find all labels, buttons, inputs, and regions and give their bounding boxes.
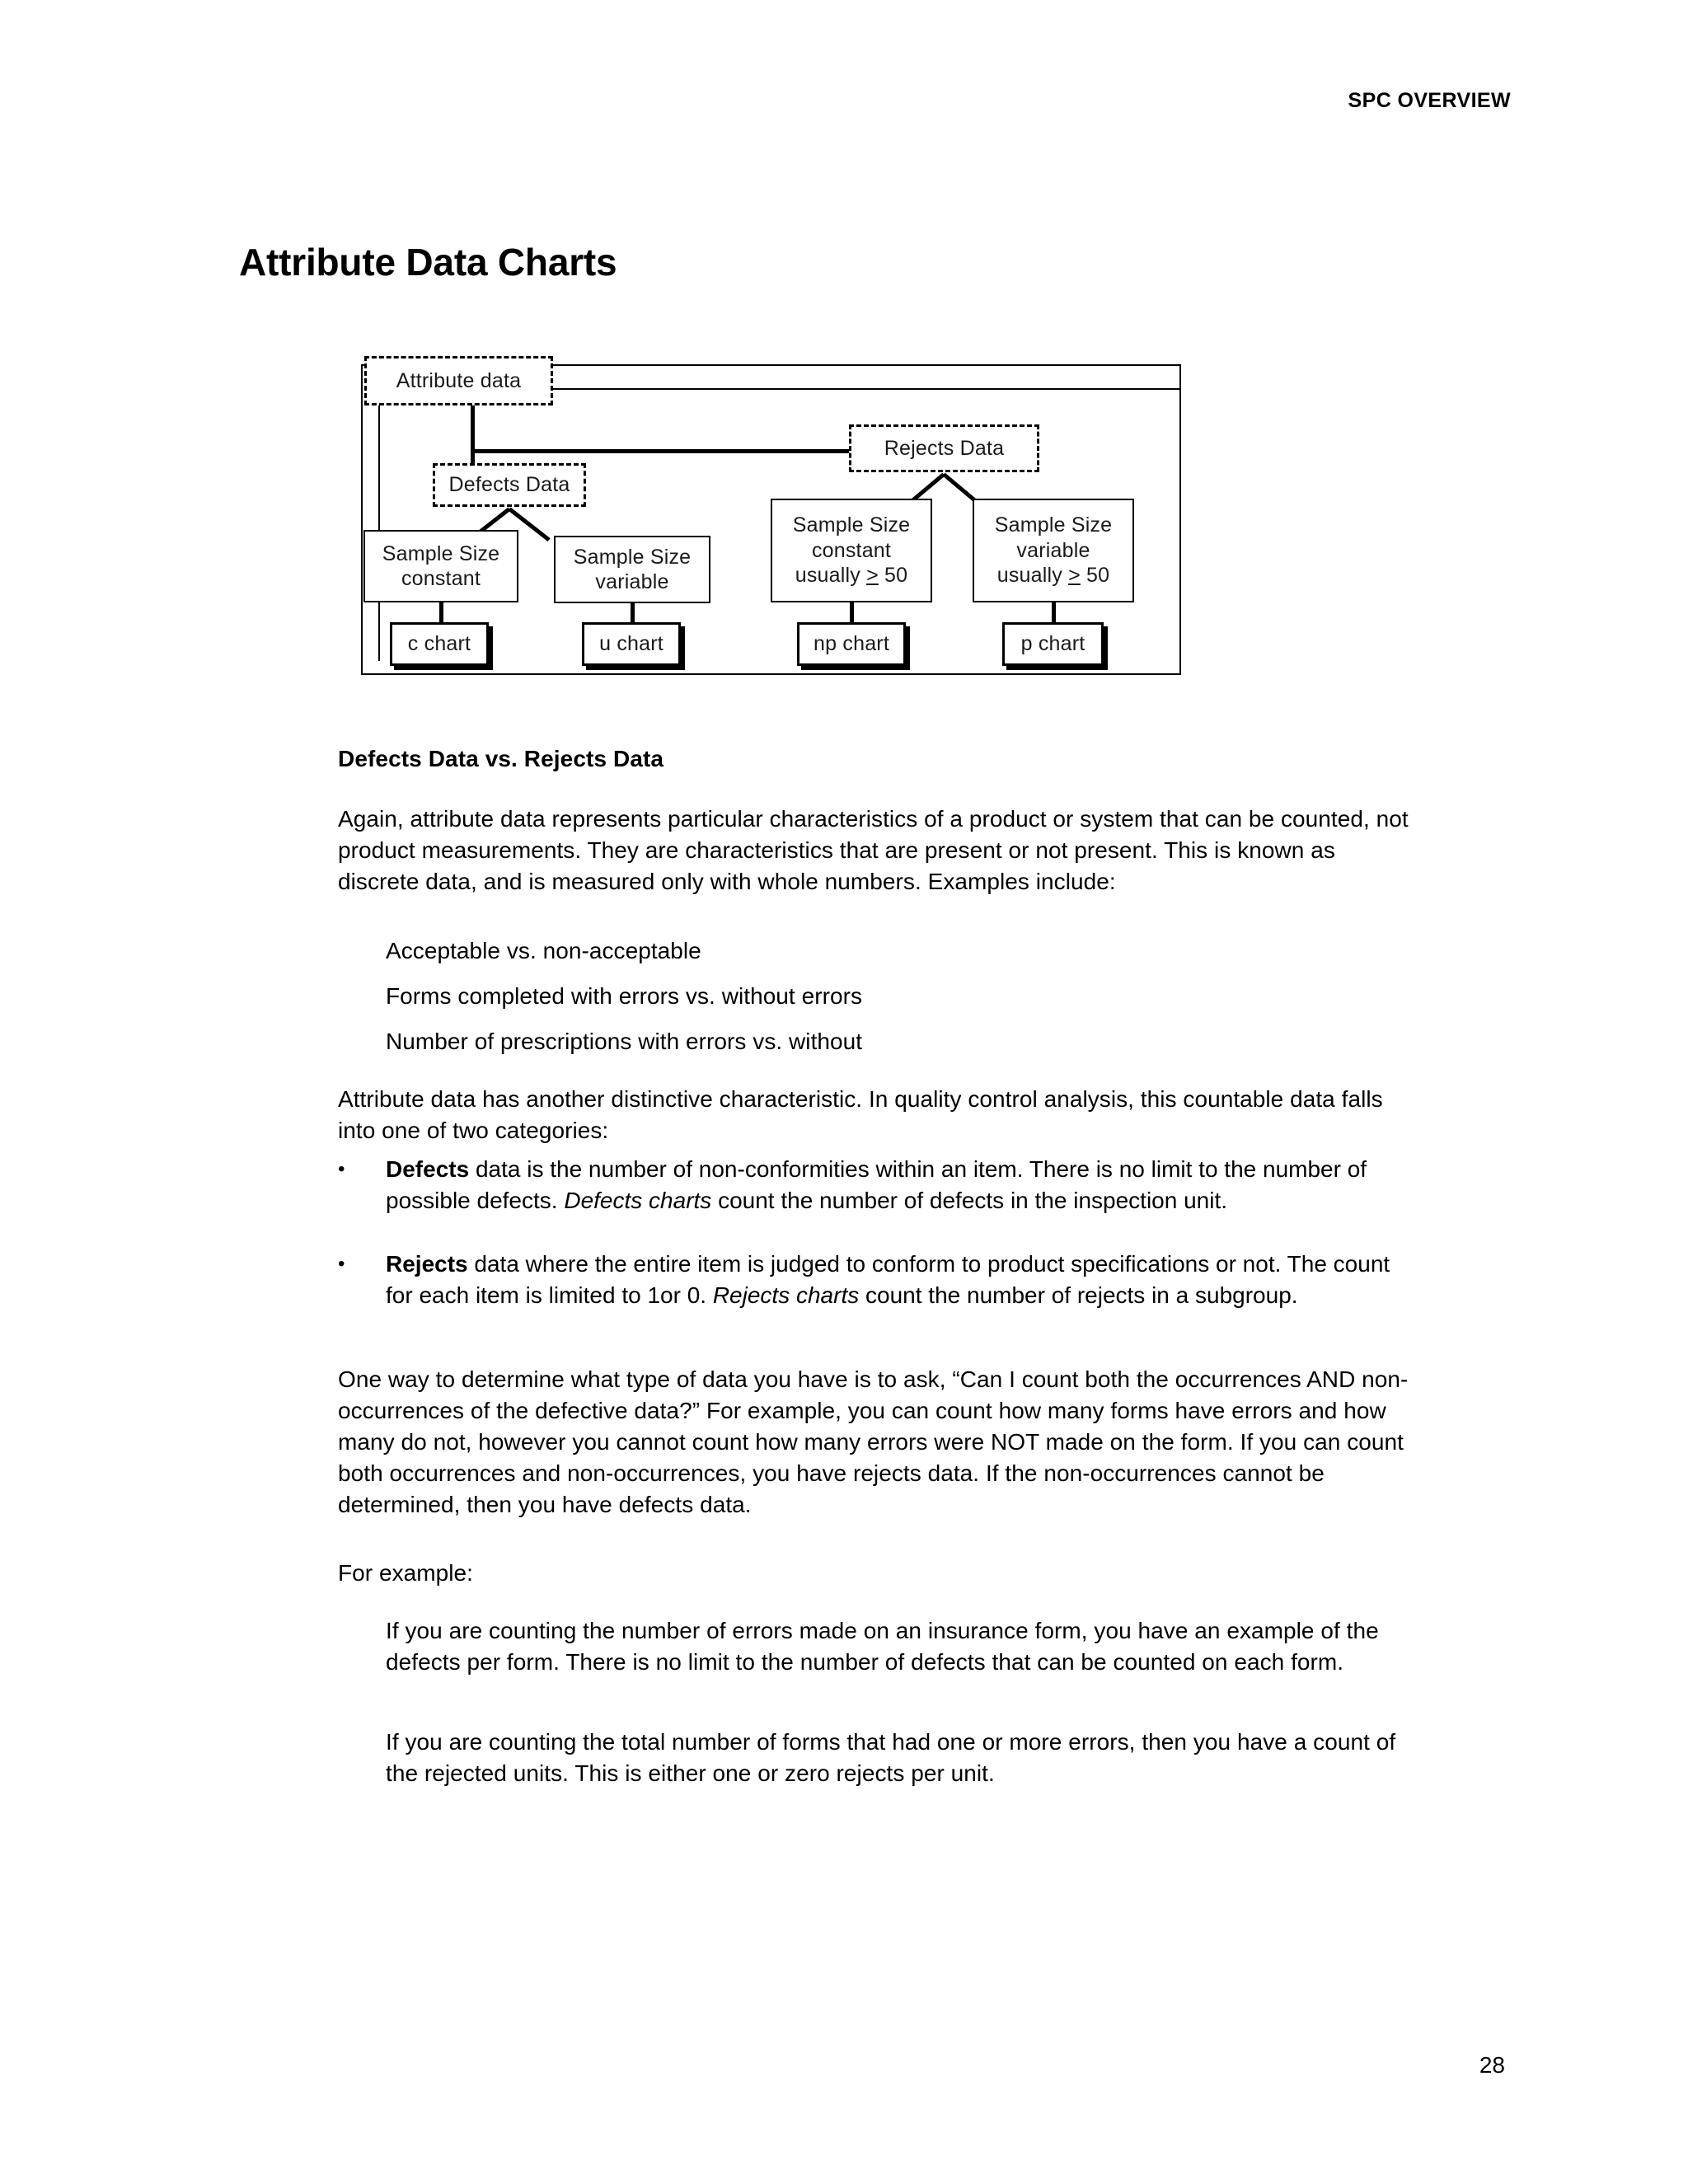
diagram-node-defects-data: Defects Data: [433, 463, 586, 507]
connector-attribute-stem: [471, 405, 475, 463]
greater-equal-icon: >: [1068, 564, 1081, 588]
sample-size-variable-defects-line2: variable: [595, 570, 669, 593]
sample-size-variable-rejects-line1: Sample Size: [994, 513, 1113, 537]
example-prescriptions-with-errors: Number of prescriptions with errors vs. …: [386, 1029, 863, 1054]
list-item-defects-text: Defects data is the number of non-confor…: [386, 1154, 1414, 1216]
attribute-data-flow-diagram: Attribute data Rejects Data Defects Data…: [350, 350, 1191, 680]
diagram-node-rejects-data-label: Rejects Data: [884, 436, 1005, 460]
paragraph-two-categories: Attribute data has another distinctive c…: [338, 1086, 1383, 1143]
list-item-defects: • Defects data is the number of non-conf…: [338, 1154, 1414, 1216]
example-counting-total-forms: If you are counting the total number of …: [386, 1729, 1396, 1786]
paragraph-for-example: For example:: [338, 1560, 473, 1586]
rejects-text-a: data where the entire item is judged to …: [386, 1251, 1390, 1308]
greater-equal-icon: >: [866, 564, 879, 588]
diagram-node-attribute-data-label: Attribute data: [396, 368, 522, 392]
bullet-icon: •: [338, 1158, 345, 1180]
page-number: 28: [1479, 2052, 1505, 2078]
diagram-node-sample-size-variable-defects: Sample Size variable: [554, 536, 710, 603]
connector-to-np-chart: [850, 602, 854, 622]
example-forms-with-errors: Forms completed with errors vs. without …: [386, 983, 863, 1009]
diagram-node-c-chart: c chart: [390, 622, 489, 666]
connector-to-c-chart: [439, 602, 443, 622]
diagram-node-defects-data-label: Defects Data: [448, 473, 570, 497]
rejects-text-b: count the number of rejects in a subgrou…: [859, 1282, 1298, 1308]
list-item-rejects-text: Rejects data where the entire item is ju…: [386, 1249, 1414, 1311]
sample-size-constant-rejects-line1: Sample Size: [792, 513, 911, 537]
sample-size-variable-rejects-line3: usually > 50: [997, 563, 1110, 588]
c-chart-label: c chart: [407, 632, 471, 656]
usually-prefix-constant: usually: [795, 564, 867, 588]
paragraph-attribute-data-intro: Again, attribute data represents particu…: [338, 806, 1409, 894]
diagram-node-u-chart: u chart: [582, 622, 681, 666]
np-chart-label: np chart: [814, 632, 889, 656]
example-acceptable-vs-non-acceptable: Acceptable vs. non-acceptable: [386, 938, 701, 963]
rejects-charts-italic: Rejects charts: [712, 1282, 860, 1308]
defects-text-b: count the number of defects in the inspe…: [711, 1188, 1228, 1213]
diagram-node-rejects-data: Rejects Data: [849, 424, 1039, 472]
connector-to-u-chart: [631, 603, 635, 622]
running-header: SPC OVERVIEW: [1348, 89, 1511, 112]
connector-to-p-chart: [1052, 602, 1056, 622]
threshold-value-constant: 50: [878, 564, 908, 588]
diagram-node-sample-size-variable-rejects: Sample Size variable usually > 50: [973, 499, 1134, 602]
defects-charts-italic: Defects charts: [564, 1188, 712, 1213]
usually-prefix-variable: usually: [996, 564, 1069, 588]
rejects-lead-term: Rejects: [386, 1251, 468, 1277]
defects-text-a: data is the number of non-conformities w…: [386, 1156, 1367, 1213]
diagram-outer-frame: [361, 364, 1181, 675]
threshold-value-variable: 50: [1080, 564, 1110, 588]
sample-size-constant-rejects-line2: constant: [811, 538, 892, 562]
u-chart-label: u chart: [599, 632, 663, 656]
example-counting-errors-insurance-form: If you are counting the number of errors…: [386, 1618, 1379, 1675]
sample-size-variable-rejects-line2: variable: [1016, 538, 1090, 562]
defects-lead-term: Defects: [386, 1156, 470, 1182]
list-item-rejects: • Rejects data where the entire item is …: [338, 1249, 1414, 1311]
p-chart-label: p chart: [1020, 632, 1085, 656]
connector-attribute-to-frame-right: [551, 388, 1181, 390]
sample-size-variable-defects-line1: Sample Size: [573, 545, 692, 569]
sample-size-constant-defects-line2: constant: [401, 567, 481, 590]
sample-size-constant-rejects-line3: usually > 50: [795, 563, 908, 588]
bullet-icon: •: [338, 1253, 345, 1275]
diagram-node-p-chart: p chart: [1002, 622, 1104, 666]
diagram-node-sample-size-constant-rejects: Sample Size constant usually > 50: [771, 499, 932, 602]
section-subheading: Defects Data vs. Rejects Data: [338, 746, 664, 771]
diagram-node-attribute-data: Attribute data: [364, 356, 553, 405]
paragraph-one-way-to-determine: One way to determine what type of data y…: [338, 1366, 1409, 1517]
sample-size-constant-defects-line1: Sample Size: [382, 541, 500, 565]
diagram-node-np-chart: np chart: [797, 622, 906, 666]
connector-attribute-to-rejects: [471, 449, 851, 453]
diagram-node-sample-size-constant-defects: Sample Size constant: [363, 530, 518, 602]
page-title: Attribute Data Charts: [239, 240, 617, 284]
